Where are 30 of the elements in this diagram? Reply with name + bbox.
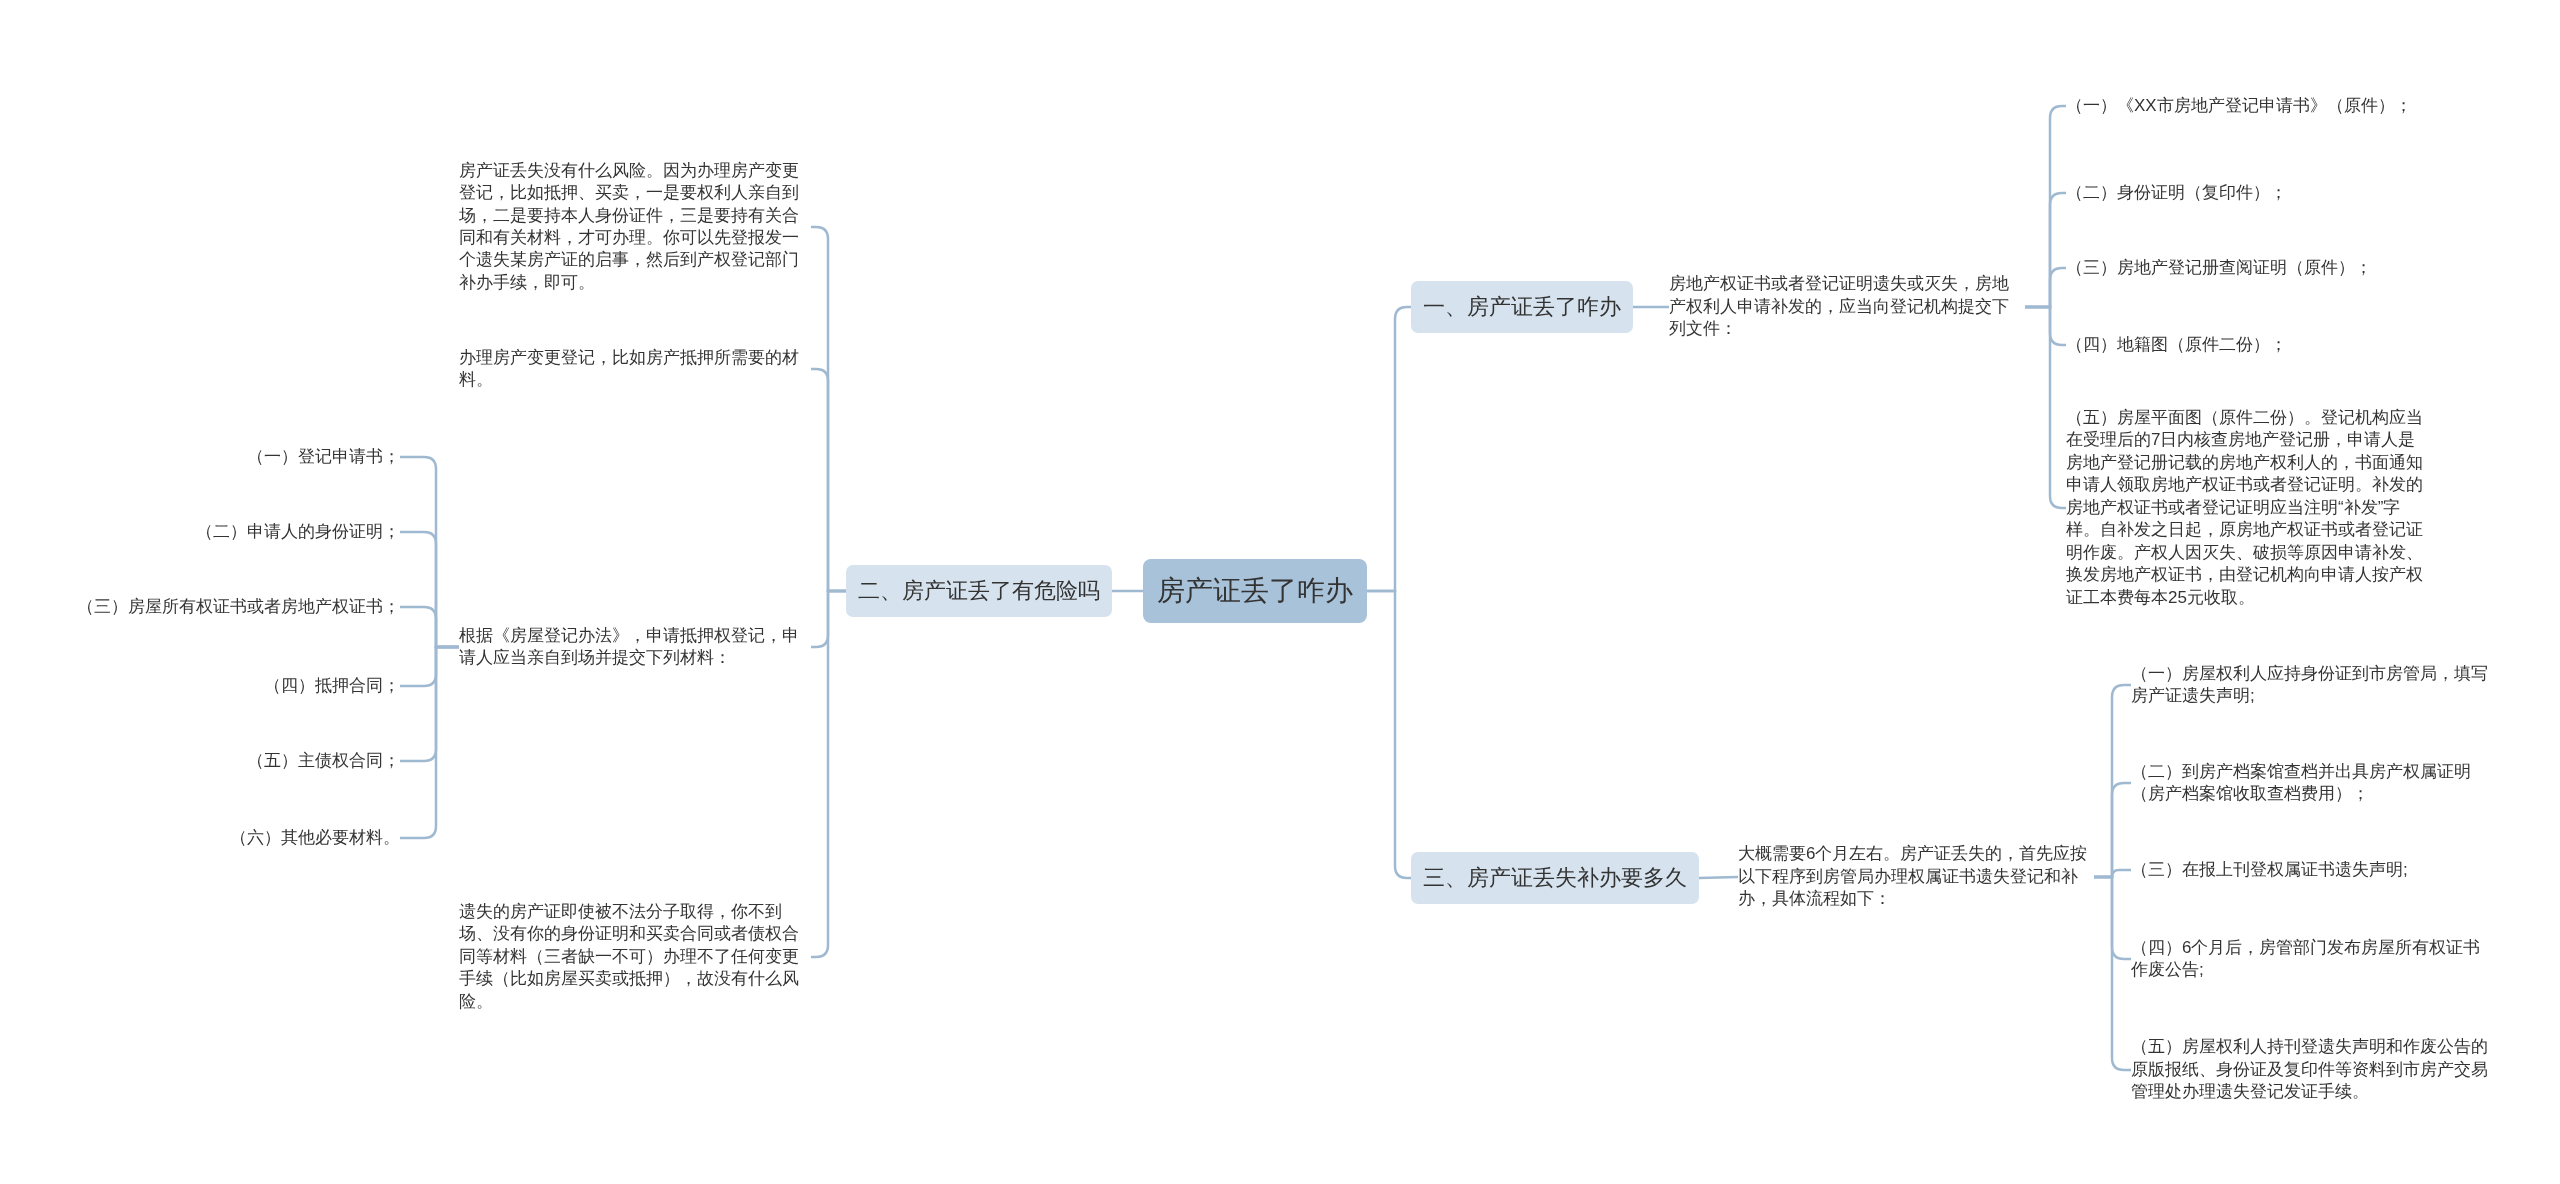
- connector-line: [1112, 589, 1143, 593]
- note-text: （二）身份证明（复印件）；: [2066, 181, 2426, 205]
- topic-box: 一、房产证丢了咋办: [1411, 281, 1633, 333]
- note-text: （二）到房产档案馆查档并出具房产权属证明（房产档案馆收取查档费用）；: [2131, 760, 2491, 806]
- central-topic-box: 房产证丢了咋办: [1143, 558, 1367, 624]
- connector-line: [400, 645, 459, 840]
- note-text: （三）在报上刊登权属证书遗失声明;: [2131, 858, 2491, 882]
- list-item-text: （一）登记申请书；: [247, 445, 400, 469]
- note-text: （三）房地产登记册查阅证明（原件）；: [2066, 256, 2426, 280]
- connector-line: [1633, 305, 1669, 309]
- list-item-text: （六）其他必要材料。: [230, 826, 400, 850]
- list-item-text: （二）申请人的身份证明；: [196, 520, 400, 544]
- note-text: 大概需要6个月左右。房产证丢失的，首先应按以下程序到房管局办理权属证书遗失登记和补办，具体流程如下：: [1738, 843, 2094, 911]
- note-text: 根据《房屋登记办法》，申请抵押权登记，申请人应当亲自到场并提交下列材料：: [459, 624, 811, 670]
- topic-box: 二、房产证丢了有危险吗: [846, 565, 1112, 617]
- list-item-text: （三）房屋所有权证书或者房地产权证书；: [77, 595, 400, 619]
- note-text: （四）地籍图（原件二份）；: [2066, 333, 2426, 357]
- note-text: （五）房屋权利人持刊登遗失声明和作废公告的原版报纸、身份证及复印件等资料到市房产交易管理处办理遗失登记发证手续。: [2131, 1036, 2491, 1104]
- note-text: （一）房屋权利人应持身份证到市房管局，填写房产证遗失声明;: [2131, 662, 2491, 708]
- connector-line: [1698, 875, 1739, 880]
- note-text: （四）6个月后，房管部门发布房屋所有权证书作废公告;: [2131, 936, 2491, 982]
- note-text: 办理房产变更登记，比如房产抵押所需要的材料。: [459, 346, 811, 392]
- list-item-text: （四）抵押合同；: [264, 674, 400, 698]
- note-text: （五）房屋平面图（原件二份）。登记机构应当在受理后的7日内核查房地产登记册，申请人是房地产登记册记载的房地产权利人的，书面通知申请人领取房地产权证书或者登记证明。补发的房地产权证书或者登记证明应当注明“补发”字样。自补发之日起，原房地产权证书或者登记证明作废。产权人因灭失、破损等原因申请补发、换发房地产权证书，由登记机构向申请人按产权证工本费每本25元收取。: [2066, 407, 2426, 609]
- topic-box: 三、房产证丢失补办要多久: [1411, 852, 1699, 904]
- note-text: 遗失的房产证即使被不法分子取得，你不到场、没有你的身份证明和买卖合同或者债权合同等材料（三者缺一不可）办理不了任何变更手续（比如房屋买卖或抵押），故没有什么风险。: [459, 900, 811, 1014]
- note-text: （一）《XX市房地产登记申请书》（原件）；: [2066, 94, 2426, 118]
- note-text: 房地产权证书或者登记证明遗失或灭失，房地产权利人申请补发的，应当向登记机构提交下列文件：: [1669, 273, 2025, 341]
- note-text: 房产证丢失没有什么风险。因为办理房产变更登记，比如抵押、买卖，一是要权利人亲自到场，二是要持本人身份证件，三是要持有关合同和有关材料，才可办理。你可以先登报发一个遗失某房产证的启事，然后到产权登记部门补办手续，即可。: [459, 159, 811, 295]
- list-item-text: （五）主债权合同；: [247, 749, 400, 773]
